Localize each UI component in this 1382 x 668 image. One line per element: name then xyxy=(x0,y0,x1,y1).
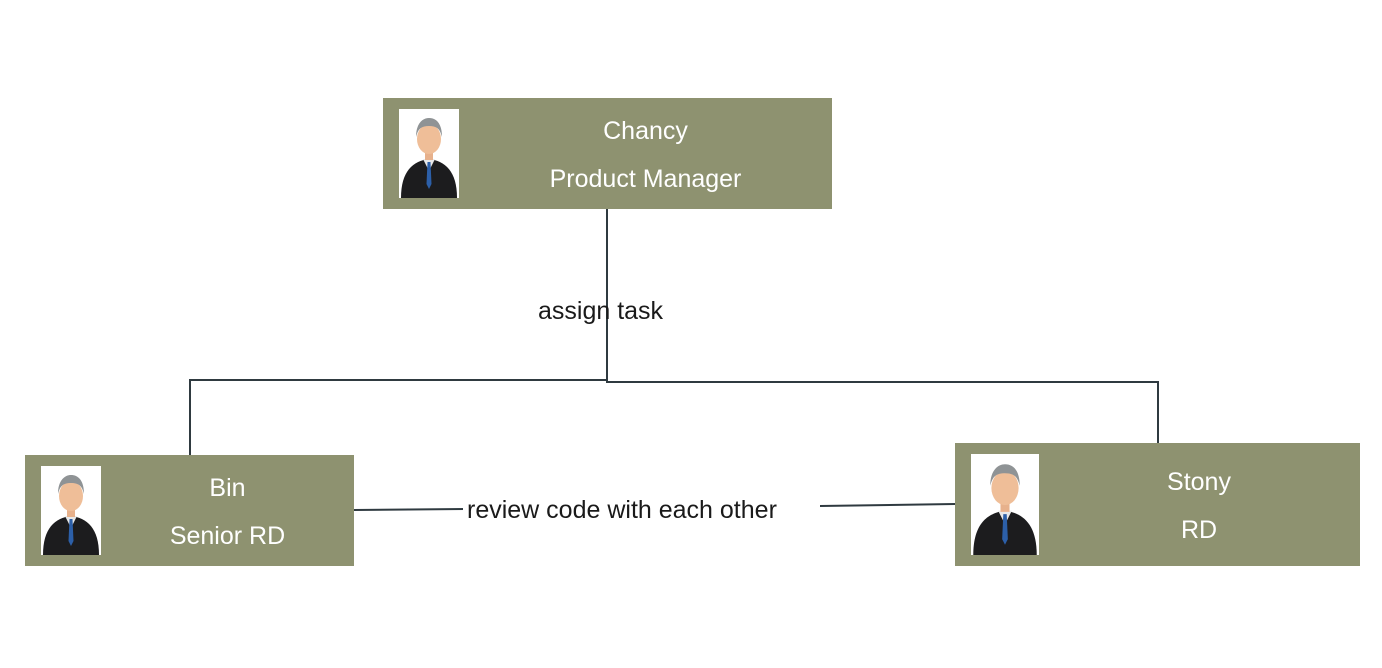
assign-task-connector xyxy=(189,209,608,455)
person-avatar-icon xyxy=(399,109,459,198)
edge-label-review-code: review code with each other xyxy=(463,495,781,525)
node-role: RD xyxy=(1180,516,1218,544)
node-stony[interactable]: Stony RD xyxy=(955,443,1360,566)
node-name: Chancy xyxy=(603,117,688,145)
person-avatar-icon xyxy=(41,466,101,555)
edge-label-assign-task: assign task xyxy=(538,297,664,325)
node-label: Bin Senior RD xyxy=(135,473,320,551)
node-role: Product Manager xyxy=(549,165,742,193)
assign-task-connector-right xyxy=(606,380,1159,443)
review-code-connector-left xyxy=(353,508,466,511)
node-bin[interactable]: Bin Senior RD xyxy=(25,455,354,566)
review-code-connector-right xyxy=(819,503,956,507)
person-avatar-icon xyxy=(971,454,1039,555)
node-name: Bin xyxy=(209,474,246,502)
node-chancy[interactable]: Chancy Product Manager xyxy=(383,98,832,209)
node-name: Stony xyxy=(1167,468,1231,496)
node-label: Stony RD xyxy=(1085,467,1313,545)
node-role: Senior RD xyxy=(169,522,286,550)
node-label: Chancy Product Manager xyxy=(513,116,778,194)
